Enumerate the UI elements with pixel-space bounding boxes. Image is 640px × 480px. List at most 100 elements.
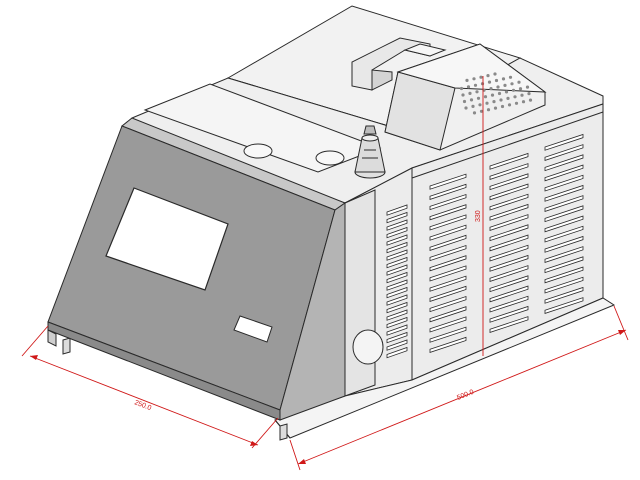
louver-slot — [429, 285, 467, 302]
vent-hole — [472, 111, 477, 115]
louver-vents — [386, 133, 584, 359]
louver-slot — [544, 154, 584, 172]
width-dimension-label: 250.0 — [133, 399, 152, 412]
feet — [62, 337, 288, 441]
dimension-arrows — [30, 330, 626, 464]
louver-slot — [489, 152, 529, 170]
vent-hole — [485, 101, 489, 105]
vent-hole — [475, 90, 479, 94]
width-dimension-line — [29, 355, 259, 446]
vent-hole — [507, 103, 512, 107]
louver-slot — [489, 316, 529, 333]
height-dimension-label: 330 — [475, 210, 482, 222]
louver-slot — [386, 219, 408, 231]
louver-slot — [489, 275, 529, 293]
louver-slot — [489, 295, 529, 313]
vent-hole — [518, 87, 523, 91]
vent-hole — [527, 92, 531, 96]
louver-slot — [489, 254, 529, 272]
louver-slot — [489, 203, 529, 221]
vent-hole — [480, 82, 485, 86]
louver-slot — [489, 234, 529, 252]
louver-slot — [386, 331, 408, 344]
louver-slot — [386, 301, 408, 314]
vent-hole — [496, 85, 500, 89]
louver-slot — [386, 316, 408, 329]
vent-hole — [511, 88, 516, 92]
louver-slot — [429, 173, 467, 190]
vent-hole — [506, 96, 510, 100]
louver-slot — [429, 326, 467, 343]
louver-slot — [386, 339, 408, 351]
louver-slot — [386, 346, 408, 359]
vent-hole — [472, 77, 476, 81]
top-port-right — [315, 150, 345, 166]
vent-hole — [528, 98, 533, 102]
louver-slot — [489, 183, 529, 201]
louver-slot — [429, 193, 467, 211]
vent-hole — [500, 104, 505, 109]
louver-slot — [429, 295, 467, 313]
louver-slot — [544, 195, 584, 212]
vent-hole — [486, 108, 491, 112]
louver-slot — [489, 214, 529, 231]
louver-slot — [429, 265, 467, 282]
vent-hole — [514, 101, 519, 105]
louver-slot — [544, 225, 584, 243]
vent-hole — [476, 96, 481, 100]
louver-slot — [489, 285, 529, 303]
louver-slot — [544, 235, 584, 253]
vent-hole — [504, 90, 509, 94]
depth-dimension-line — [297, 329, 627, 465]
louver-slot — [544, 266, 584, 284]
louver-slot — [386, 324, 408, 336]
louver-slot — [544, 144, 584, 161]
louver-slot — [489, 244, 529, 262]
louver-slot — [429, 183, 467, 200]
vent-hole — [521, 100, 526, 104]
louver-slot — [544, 184, 584, 202]
display-screen — [105, 187, 229, 291]
louver-slot — [386, 279, 408, 291]
louver-slot — [386, 211, 408, 224]
louver-slot — [429, 214, 467, 231]
side-round-port — [352, 329, 384, 365]
vent-hole — [493, 106, 498, 110]
louver-slot — [489, 265, 529, 282]
louver-slot — [544, 164, 584, 182]
louver-slot — [489, 305, 529, 323]
vent-hole — [501, 77, 506, 81]
louver-slot — [386, 264, 408, 276]
carry-handle — [351, 37, 447, 91]
nozzle-cone — [354, 125, 386, 179]
louver-slot — [544, 276, 584, 294]
louver-slot — [386, 241, 408, 254]
vent-hole — [508, 75, 513, 79]
louver-slot — [429, 234, 467, 251]
louver-slot — [386, 286, 408, 299]
depth-dimension-label: 500.0 — [456, 389, 475, 402]
louver-slot — [386, 234, 408, 246]
vent-hole — [466, 85, 471, 89]
power-button[interactable] — [233, 315, 273, 343]
vent-hole — [487, 80, 492, 84]
vent-hole — [465, 78, 469, 82]
vent-hole — [525, 85, 530, 89]
vent-hole — [489, 87, 493, 91]
vent-hole — [479, 75, 483, 79]
louver-slot — [544, 286, 584, 304]
vent-hole — [471, 104, 475, 108]
louver-slot — [544, 215, 584, 233]
louver-slot — [386, 309, 408, 321]
louver-slot — [386, 249, 408, 261]
vent-hole — [483, 95, 488, 99]
vent-hole — [503, 83, 507, 87]
vent-hole — [499, 98, 503, 102]
vent-hole — [469, 98, 474, 102]
vent-hole — [478, 103, 482, 107]
louver-slot — [386, 204, 408, 216]
louver-slot — [489, 224, 529, 242]
louver-slot — [544, 174, 584, 192]
louver-slot — [489, 173, 529, 191]
louver-slot — [489, 163, 529, 180]
